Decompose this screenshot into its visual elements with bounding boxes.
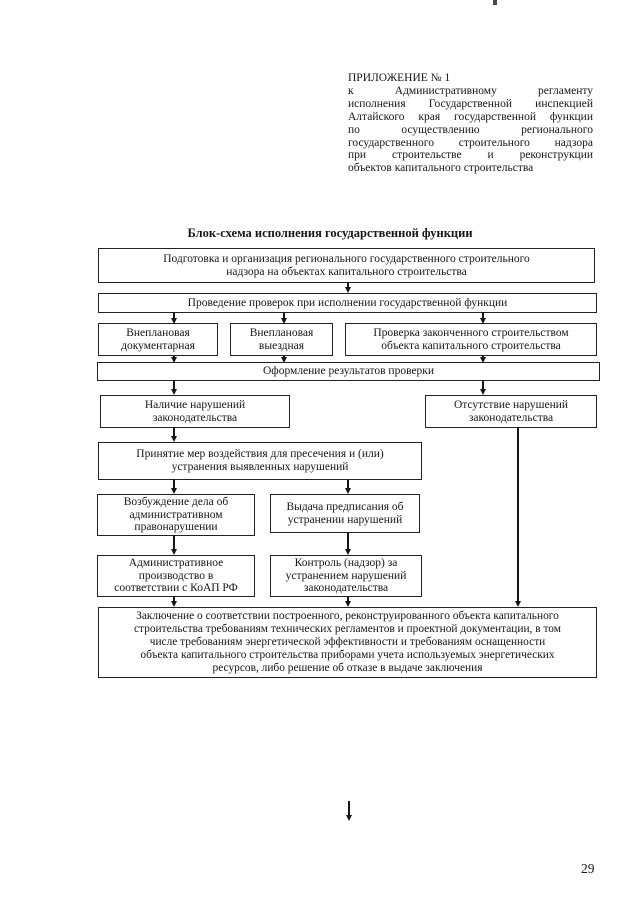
arrow-control-to-conclusion (344, 597, 351, 607)
arrow-admin-to-conclusion (170, 597, 177, 607)
arrow-present-to-measures (170, 428, 177, 442)
arrow-results-to-violations-present (170, 381, 177, 395)
arrow-conduct-to-documentary (170, 312, 177, 324)
flow-node-enforcement-measures: Принятие мер воздействия для пресечения … (98, 442, 422, 480)
arrow-case-to-admin (170, 535, 177, 555)
flow-node-conclusion: Заключение о соответствии построенного, … (98, 607, 597, 678)
arrow-prepare-to-conduct (344, 282, 351, 293)
arrow-field-to-results (280, 356, 287, 363)
arrow-measures-to-order (344, 480, 351, 494)
flow-node-prepare: Подготовка и организация регионального г… (98, 248, 595, 283)
arrow-documentary-to-results (170, 356, 177, 363)
flowchart-title: Блок-схема исполнения государственной фу… (187, 226, 473, 240)
arrow-order-to-control (344, 533, 351, 555)
flow-node-conduct-checks: Проведение проверок при исполнении госуд… (98, 293, 597, 313)
arrow-measures-to-case (170, 480, 177, 494)
arrow-completed-check-to-results (479, 356, 486, 363)
arrow-results-to-violations-absent (479, 381, 486, 395)
flow-node-results-registration: Оформление результатов проверки (97, 362, 600, 381)
arrow-conduct-to-field (280, 312, 287, 324)
arrow-conduct-to-completed-check (479, 312, 486, 324)
arrow-continuation (345, 801, 352, 821)
arrow-absent-to-conclusion (514, 428, 521, 607)
page-number: 29 (581, 861, 595, 876)
scan-artifact (493, 0, 497, 5)
